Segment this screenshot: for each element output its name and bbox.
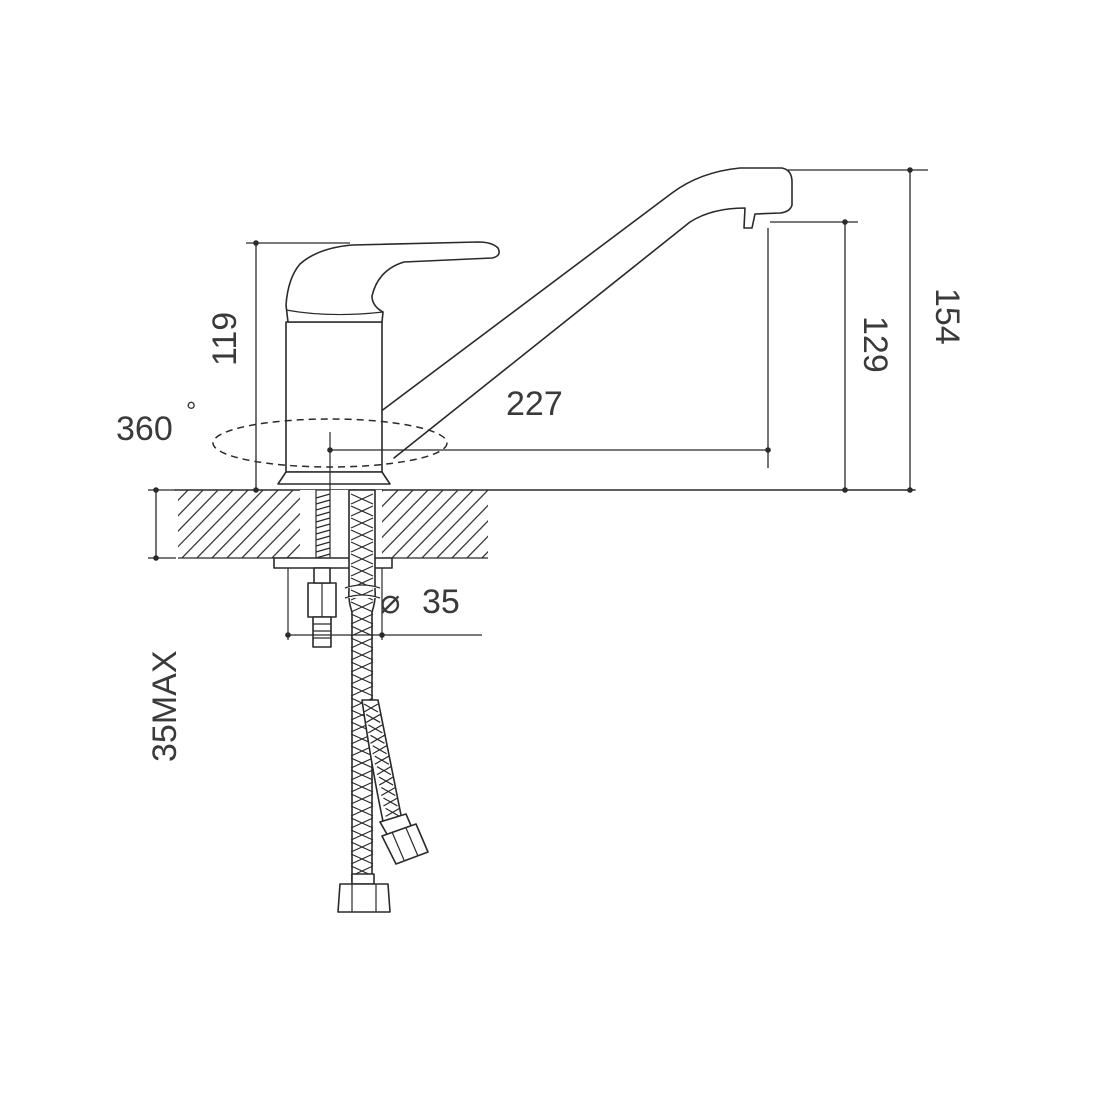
decorative-stroke — [350, 793, 374, 805]
decorative-stroke — [315, 499, 331, 505]
decorative-stroke — [350, 613, 374, 625]
threaded-stud — [315, 489, 331, 569]
decorative-stroke — [350, 817, 374, 829]
dimension-119-label: 119 — [206, 312, 244, 366]
decorative-stroke — [350, 661, 374, 673]
decorative-stroke — [406, 490, 474, 558]
decorative-stroke — [350, 505, 374, 517]
decorative-stroke — [350, 637, 374, 649]
handle-seam — [285, 309, 384, 316]
decorative-stroke — [350, 649, 374, 661]
decorative-stroke — [510, 488, 580, 560]
decorative-stroke — [383, 797, 398, 807]
dimension-360-label: 360 — [116, 410, 173, 448]
decorative-stroke — [380, 786, 396, 797]
decorative-stroke — [350, 829, 374, 841]
decorative-stroke — [350, 757, 374, 769]
dimension-diameter-35 — [285, 568, 482, 640]
decorative-stroke — [436, 504, 488, 558]
faucet-spout — [379, 167, 793, 459]
decorative-stroke — [241, 490, 309, 558]
decorative-stroke — [315, 505, 331, 511]
decorative-stroke — [350, 565, 374, 577]
dimension-227-label: 227 — [506, 385, 563, 423]
faucet-lever-handle — [285, 241, 500, 323]
dimension-227 — [327, 228, 771, 468]
dimension-35max-label: 35MAX — [146, 651, 184, 763]
decorative-stroke — [350, 601, 374, 613]
decorative-stroke — [315, 529, 331, 535]
decorative-stroke — [211, 490, 279, 558]
decorative-stroke — [350, 769, 374, 781]
decorative-stroke — [178, 490, 234, 548]
decorative-stroke — [370, 734, 385, 744]
decorative-stroke — [315, 517, 331, 523]
faucet-base — [277, 471, 391, 485]
hose-fitting-right — [379, 813, 429, 865]
dimension-154 — [788, 167, 928, 493]
dimension-119 — [246, 240, 350, 493]
dimension-129 — [770, 219, 858, 493]
decorative-stroke — [178, 490, 219, 533]
decorative-stroke — [350, 517, 374, 529]
decorative-stroke — [350, 541, 374, 553]
mounting-plate — [273, 557, 393, 569]
decorative-stroke — [350, 853, 374, 865]
decorative-stroke — [178, 490, 189, 502]
decorative-stroke — [374, 755, 390, 765]
dimension-counter-thickness — [148, 487, 176, 561]
decorative-stroke — [315, 541, 331, 547]
decorative-stroke — [315, 523, 331, 529]
mounting-nut — [307, 567, 337, 648]
decorative-stroke — [385, 807, 400, 817]
decorative-stroke — [226, 490, 294, 558]
decorative-stroke — [350, 529, 374, 541]
diameter-symbol: ⌀ — [380, 583, 400, 621]
decorative-stroke — [350, 685, 374, 697]
faucet-body — [285, 321, 383, 473]
hose-fitting-left — [337, 873, 391, 913]
decorative-stroke — [363, 703, 379, 713]
braided-hose-left — [348, 489, 376, 889]
decorative-stroke — [368, 724, 383, 734]
decorative-stroke — [181, 490, 249, 558]
decorative-stroke — [315, 547, 331, 553]
decorative-stroke — [196, 490, 264, 558]
decorative-stroke — [376, 490, 444, 558]
decorative-stroke — [466, 535, 488, 558]
decorative-stroke — [376, 766, 392, 776]
hose-break-mark — [344, 584, 381, 589]
decorative-stroke — [350, 673, 374, 685]
decorative-stroke — [315, 535, 331, 541]
dimension-129-label: 129 — [856, 316, 894, 373]
decorative-stroke — [391, 490, 459, 558]
decorative-stroke — [495, 488, 565, 560]
decorative-stroke — [315, 511, 331, 517]
decorative-stroke — [178, 490, 204, 517]
decorative-stroke — [365, 713, 381, 723]
decorative-stroke — [350, 841, 374, 853]
decorative-stroke — [350, 625, 374, 637]
decorative-stroke — [350, 781, 374, 793]
decorative-stroke — [378, 776, 394, 786]
decorative-stroke — [481, 550, 488, 558]
decorative-stroke — [315, 493, 331, 499]
decorative-stroke — [451, 519, 488, 558]
decorative-stroke — [350, 493, 374, 505]
decorative-stroke — [421, 490, 488, 558]
degree-symbol: ° — [186, 396, 196, 426]
decorative-stroke — [350, 805, 374, 817]
decorative-stroke — [372, 745, 387, 755]
dimension-154-label: 154 — [928, 288, 966, 345]
decorative-stroke — [350, 553, 374, 565]
dimension-35-label: 35 — [422, 583, 460, 621]
